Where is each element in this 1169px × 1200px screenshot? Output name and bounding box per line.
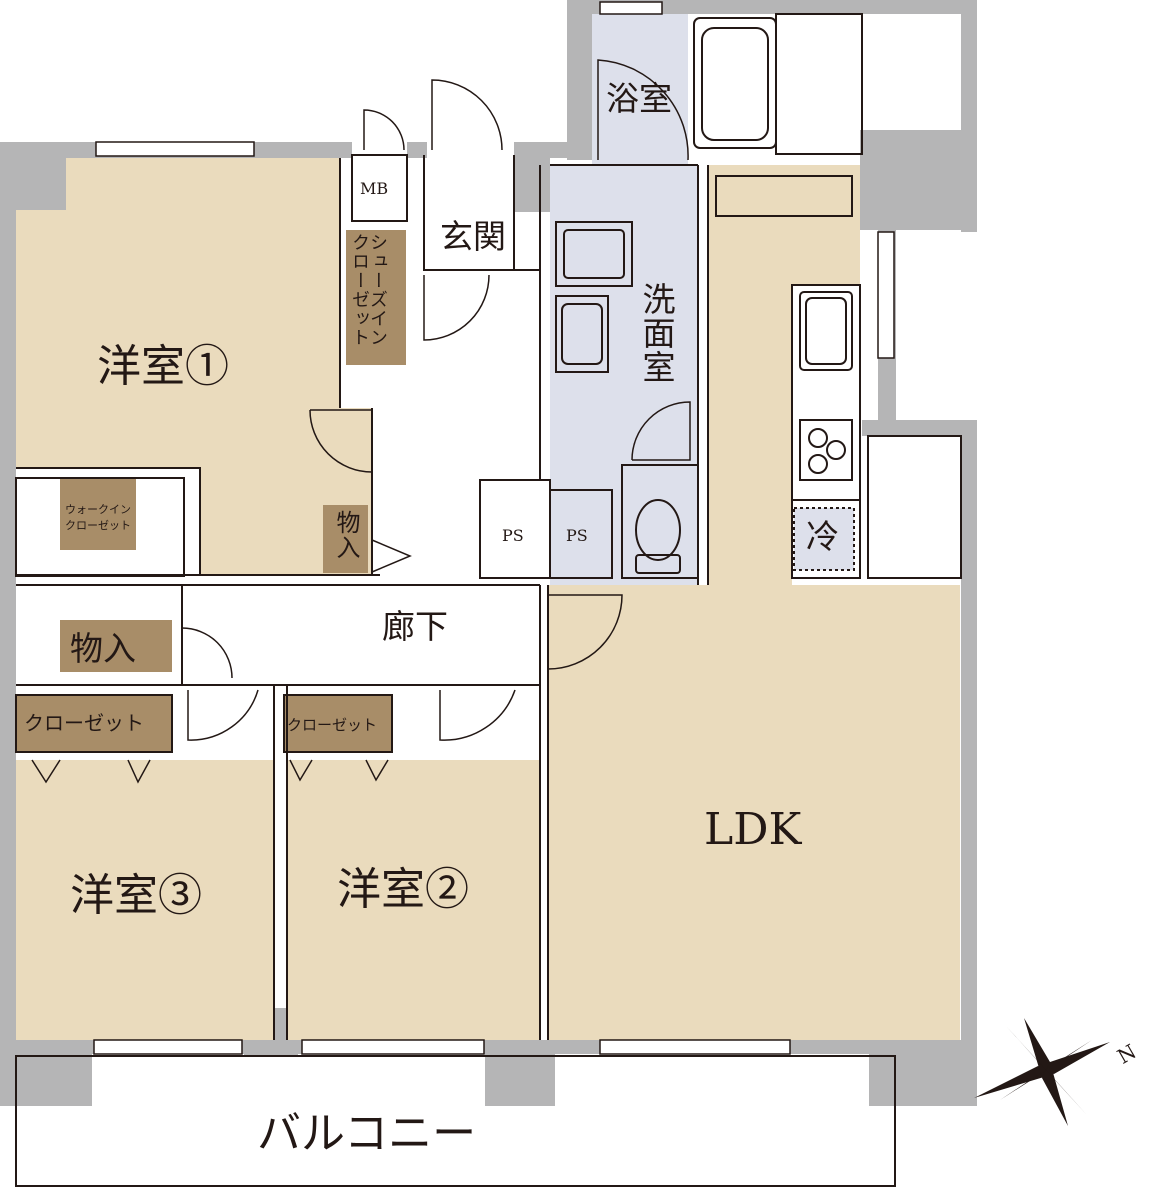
- door-swings: [31, 59, 691, 784]
- room-label-western2: 洋室②: [337, 864, 469, 915]
- room-label-bathroom: 浴室: [606, 79, 672, 118]
- room-label-closet2: クローゼット: [287, 716, 378, 734]
- room-label-ps1: PS: [502, 526, 524, 545]
- room-label-storage2: 物入: [70, 629, 136, 668]
- room-label-balcony: バルコニー: [257, 1108, 477, 1159]
- balcony-area: [15, 1055, 896, 1187]
- storage-areas: [16, 230, 406, 752]
- room-label-washroom: 洗面室: [637, 282, 676, 384]
- room-label-entrance: 玄関: [440, 217, 506, 256]
- interior-walls: [15, 13, 962, 1040]
- room-label-ldk: LDK: [704, 804, 802, 855]
- room-label-ps2: PS: [566, 526, 588, 545]
- room-label-corridor: 廊下: [382, 607, 448, 646]
- compass-icon: [974, 1018, 1110, 1126]
- room-label-western3: 洋室③: [70, 870, 202, 921]
- room-label-mb: MB: [360, 179, 389, 198]
- room-label-closet3: クローゼット: [24, 711, 144, 735]
- room-label-western1: 洋室①: [97, 341, 229, 392]
- windows: [93, 1, 895, 1055]
- room-label-walk-in-closet: ウォークインクローゼット: [65, 503, 131, 532]
- room-label-shoes-in-closet: シューズインクローゼット: [349, 233, 388, 347]
- room-label-fridge: 冷: [806, 517, 839, 556]
- room-label-storage1: 物入: [332, 510, 360, 560]
- room-floors: [16, 14, 960, 1040]
